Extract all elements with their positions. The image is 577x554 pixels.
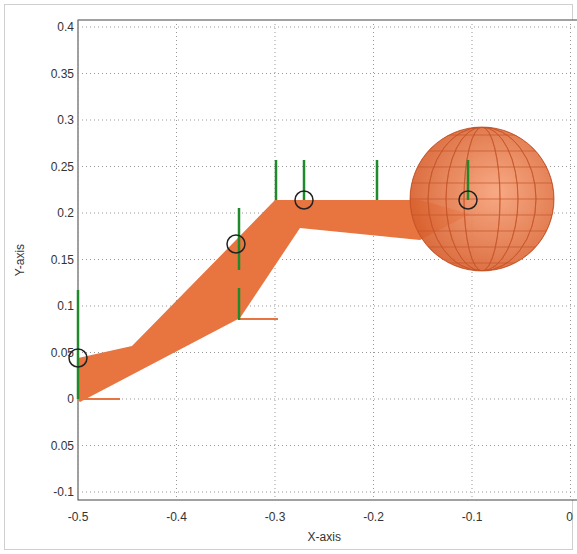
- y-tick-label: 0.2: [57, 206, 74, 220]
- y-tick-label: 0.1: [57, 299, 74, 313]
- x-tick-label: -0.2: [363, 510, 384, 524]
- axes-box: [78, 20, 577, 500]
- x-tick-label: -0.5: [68, 510, 89, 524]
- x-tick-label: -0.4: [166, 510, 187, 524]
- y-tick-label: 0.25: [51, 160, 74, 174]
- axis-title: X-axis: [308, 530, 341, 544]
- x-tick-label: 0: [566, 510, 573, 524]
- grid-lines: [78, 20, 577, 500]
- robot-links: [78, 200, 470, 402]
- y-tick-label: 0: [67, 392, 74, 406]
- axis-title: Y-axis: [13, 244, 27, 276]
- y-tick-label: -0.1: [53, 485, 74, 499]
- end-effector-sphere: [400, 127, 560, 271]
- joint-markers: [69, 191, 477, 367]
- joint-axes: [78, 160, 468, 399]
- y-tick-label: 0.05: [51, 439, 74, 453]
- x-tick-label: -0.3: [265, 510, 286, 524]
- y-tick-label: 0.3: [57, 113, 74, 127]
- x-tick-label: -0.1: [462, 510, 483, 524]
- y-tick-label: 0.15: [51, 253, 74, 267]
- y-tick-label: 0.05: [51, 346, 74, 360]
- y-tick-label: 0.4: [57, 20, 74, 34]
- y-tick-label: 0.35: [51, 67, 74, 81]
